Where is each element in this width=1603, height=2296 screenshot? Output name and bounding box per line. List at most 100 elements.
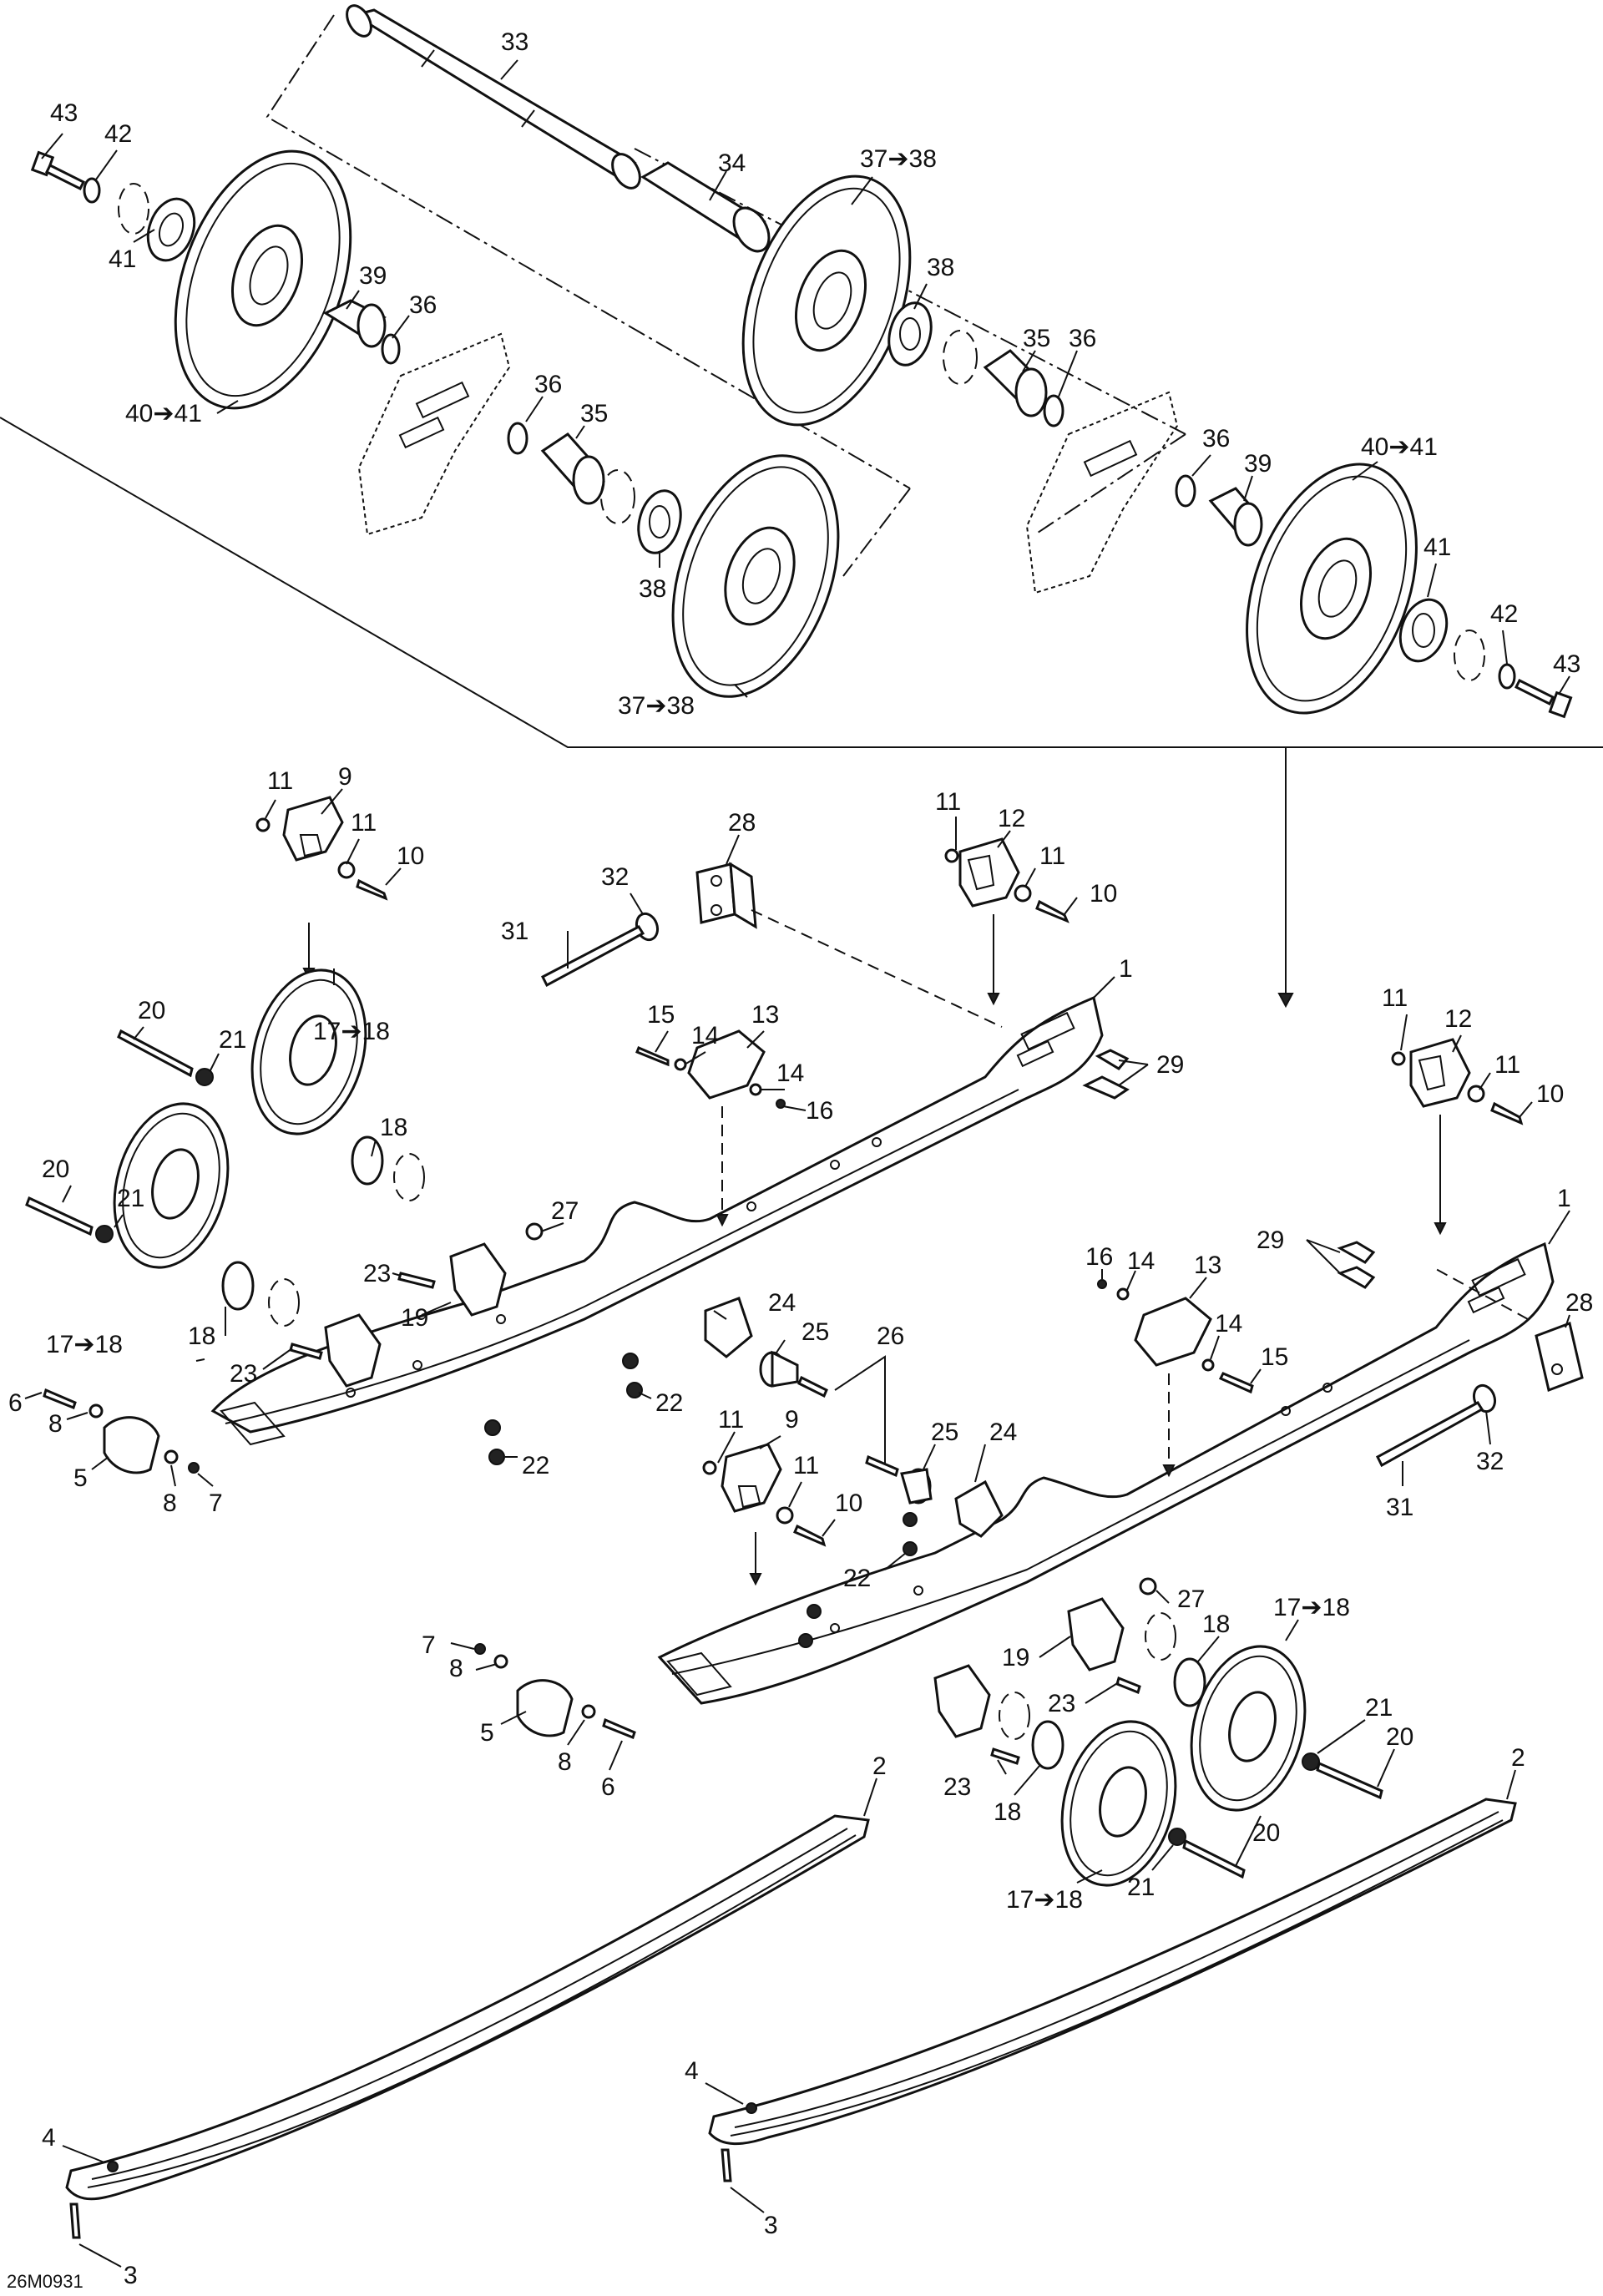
washer-11-b	[337, 861, 356, 879]
washer-21-c	[1302, 1752, 1320, 1771]
washer-11-c	[944, 848, 959, 863]
wheel-17-a	[250, 968, 367, 1135]
callout-41-right: 41	[1423, 534, 1451, 561]
callout-27-b: 27	[1177, 1585, 1205, 1613]
callout-32-b: 32	[1476, 1448, 1504, 1475]
stopper-12-b	[1409, 1038, 1471, 1108]
callout-10-c: 10	[1536, 1080, 1564, 1108]
nut-7-b	[474, 1643, 486, 1655]
washer-21-d	[1168, 1828, 1186, 1846]
callout-3-b: 3	[764, 2212, 778, 2239]
bumper-24-b	[954, 1479, 1004, 1538]
idler-wheel-37-a	[671, 454, 840, 698]
callout-8-c: 8	[449, 1655, 463, 1682]
callout-19-b: 19	[1002, 1644, 1029, 1671]
washer-21-b	[95, 1225, 114, 1243]
bolt-23-b	[289, 1343, 323, 1360]
bolt-10-d	[793, 1524, 827, 1547]
bearing-38-b	[887, 301, 933, 367]
callout-13-b: 13	[1194, 1252, 1221, 1279]
circlip-18a	[393, 1153, 425, 1201]
callout-19-a: 19	[401, 1304, 428, 1332]
callout-14-d: 14	[1215, 1310, 1242, 1338]
callout-22-a: 22	[655, 1389, 683, 1417]
nut-7-a	[188, 1462, 200, 1474]
callout-11-b: 11	[351, 809, 377, 837]
circlip-b	[943, 330, 978, 385]
callout-27-a: 27	[551, 1197, 579, 1225]
right-rail-assembly	[474, 1038, 1584, 1887]
nut-22-e	[903, 1512, 918, 1527]
callout-3-a: 3	[124, 2262, 138, 2289]
bolt-29-d	[1337, 1266, 1376, 1289]
nut-16-b	[1097, 1279, 1107, 1289]
nut-22-g	[807, 1604, 822, 1619]
callout-40-41-top-left: 40➔41	[125, 400, 202, 427]
nut-22-f	[903, 1541, 918, 1556]
callout-11-h: 11	[793, 1452, 819, 1479]
callout-42-right: 42	[1490, 600, 1518, 628]
nut-27-b	[1139, 1577, 1157, 1596]
arrow-13a-head	[716, 1214, 729, 1227]
callout-18-b: 18	[188, 1322, 215, 1350]
callout-36-top-mid: 36	[1069, 325, 1096, 352]
callout-20-a: 20	[138, 997, 165, 1024]
callout-24-b: 24	[989, 1419, 1017, 1446]
runner-right	[708, 1798, 1517, 2182]
nut-22-b	[622, 1353, 639, 1369]
callout-17-18-b: 17➔18	[46, 1331, 123, 1358]
nut-16-a	[776, 1099, 786, 1109]
callout-11-c: 11	[935, 788, 961, 816]
callout-26-a: 26	[877, 1322, 904, 1350]
washer-21-a	[195, 1068, 214, 1086]
callout-41-top-left: 41	[109, 245, 136, 273]
idler-wheel-left-top	[174, 149, 352, 410]
washer-11-h	[776, 1506, 794, 1525]
bolt-10-c	[1490, 1101, 1524, 1125]
washer-42-right	[1498, 663, 1516, 690]
callout-11-a: 11	[267, 767, 293, 795]
callout-2-b: 2	[1511, 1744, 1525, 1772]
callout-1-a: 1	[1119, 955, 1133, 983]
stopper-9-a	[282, 796, 344, 862]
nut-22-c	[488, 1449, 505, 1465]
callout-43-right: 43	[1553, 650, 1580, 678]
washer-36-b	[507, 422, 528, 455]
callout-21-a: 21	[219, 1026, 246, 1054]
spacer-39-left	[322, 299, 387, 348]
callout-15-a: 15	[647, 1001, 675, 1029]
bolt-43-left	[30, 150, 86, 191]
callout-15-b: 15	[1261, 1343, 1288, 1371]
callout-35-top-mid: 35	[1023, 325, 1050, 352]
circlip-a	[600, 469, 635, 524]
washer-36-d	[1175, 474, 1196, 508]
nut-27-a	[525, 1222, 544, 1241]
rod-31-b	[1376, 1401, 1484, 1468]
callout-5-a: 5	[73, 1464, 88, 1492]
circlip-right	[1454, 630, 1485, 681]
callout-8-d: 8	[558, 1748, 572, 1776]
boundary-line-left	[265, 14, 911, 489]
boundary-line-right	[634, 148, 1186, 435]
spacer-25-a	[759, 1350, 799, 1388]
washer-36-a	[381, 333, 401, 365]
bolt-43-right	[1514, 678, 1573, 719]
bolt-15-b	[1218, 1372, 1254, 1394]
callout-14-b: 14	[776, 1059, 804, 1087]
callout-28-b: 28	[1565, 1289, 1593, 1317]
arrow-12-a-head	[987, 993, 1000, 1006]
spacer-39-right	[1208, 487, 1263, 547]
arrow-12-b-head	[1434, 1222, 1447, 1236]
wheel-17-c	[1190, 1645, 1307, 1812]
callout-39-top-left: 39	[359, 262, 387, 290]
callout-23-d: 23	[943, 1773, 971, 1801]
top-assembly	[0, 4, 1603, 1009]
support-19-c	[1067, 1597, 1125, 1671]
bearing-18-c	[1173, 1657, 1206, 1707]
boundary-line-right2	[1034, 433, 1186, 535]
callout-10-a: 10	[397, 842, 424, 870]
stopper-12-a	[958, 837, 1020, 908]
callout-20-d: 20	[1252, 1819, 1280, 1847]
washer-14-d	[1201, 1358, 1215, 1372]
